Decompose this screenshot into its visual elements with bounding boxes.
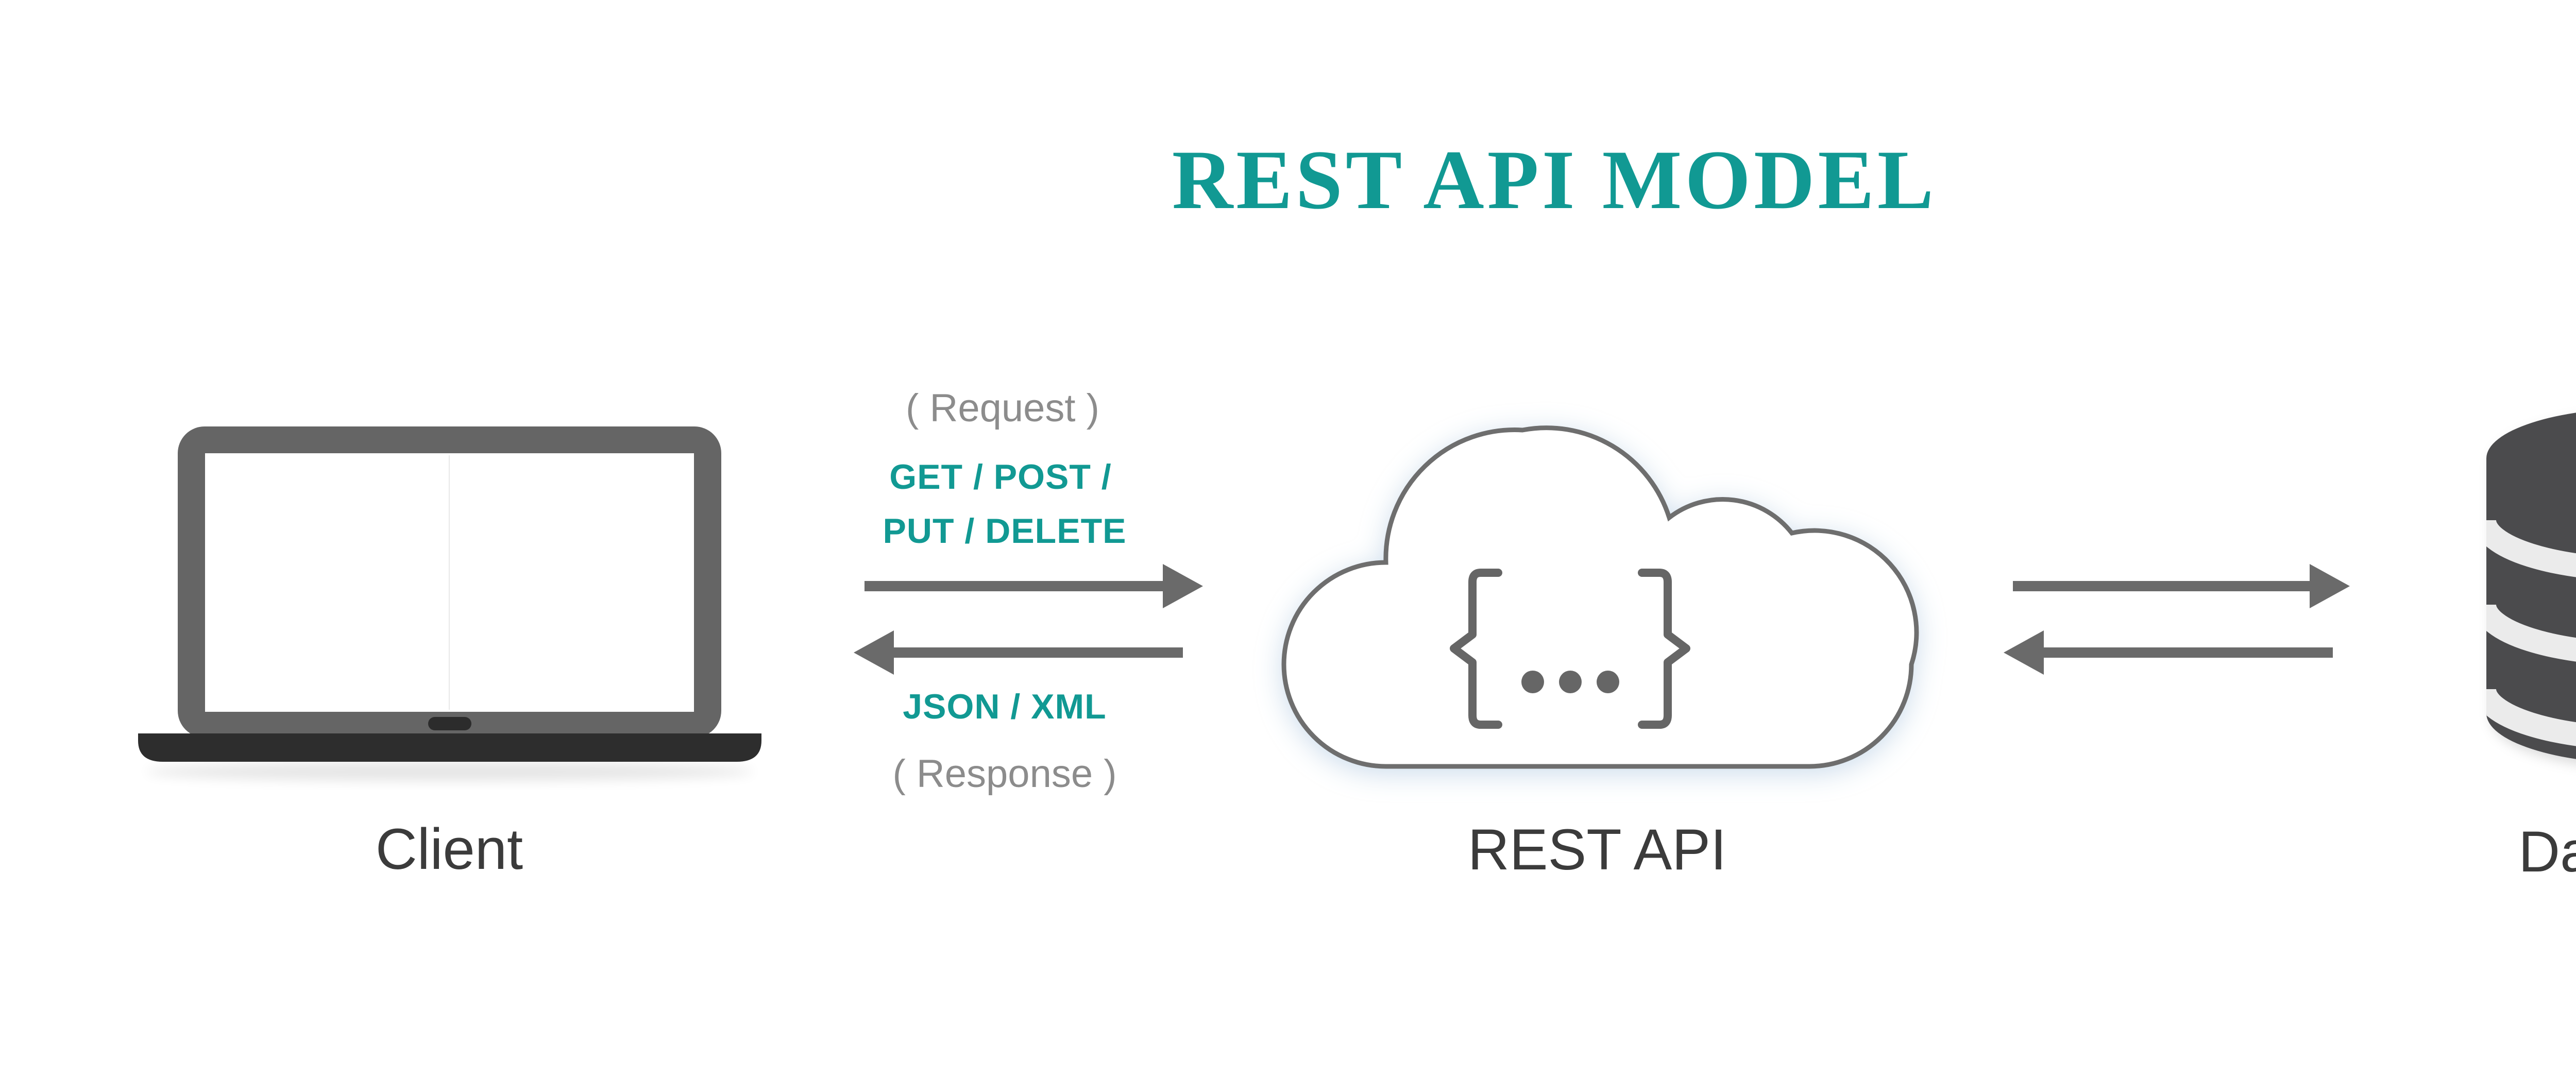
- ellipsis-dot: [1559, 671, 1582, 693]
- cloud-icon: [1281, 425, 1919, 769]
- database-gap: [2486, 519, 2576, 582]
- db-api-arrow-left: [2004, 630, 2333, 675]
- client-label: Client: [375, 817, 523, 881]
- ellipsis-dot: [1521, 671, 1544, 693]
- laptop-shadow: [146, 762, 754, 781]
- laptop-base: [138, 733, 761, 762]
- database-label: Database: [2518, 819, 2576, 884]
- laptop-notch: [428, 717, 471, 730]
- database-gap: [2486, 688, 2576, 751]
- response-formats: JSON / XML: [903, 687, 1107, 726]
- request-annotation: ( Request ): [906, 386, 1099, 430]
- database-gap: [2486, 604, 2576, 666]
- database-cylinder-icon: [2486, 413, 2576, 759]
- rest-api-label: REST API: [1467, 817, 1727, 882]
- api-db-arrow-right: [2013, 564, 2350, 608]
- cloud-outline: [1281, 425, 1919, 769]
- curly-braces-ellipsis-icon: [1450, 569, 1690, 729]
- laptop-icon: [138, 426, 761, 781]
- page-title: REST API MODEL: [1172, 133, 1937, 227]
- api-response-arrow-left: [854, 630, 1183, 675]
- request-methods-line2: PUT / DELETE: [883, 511, 1127, 551]
- response-annotation: ( Response ): [892, 752, 1117, 796]
- left-brace: [1450, 569, 1502, 729]
- ellipsis-dot: [1597, 671, 1619, 693]
- database-body: [2486, 413, 2576, 759]
- right-brace: [1638, 569, 1690, 729]
- client-request-arrow-right: [865, 564, 1203, 608]
- request-methods-line1: GET / POST /: [889, 457, 1112, 497]
